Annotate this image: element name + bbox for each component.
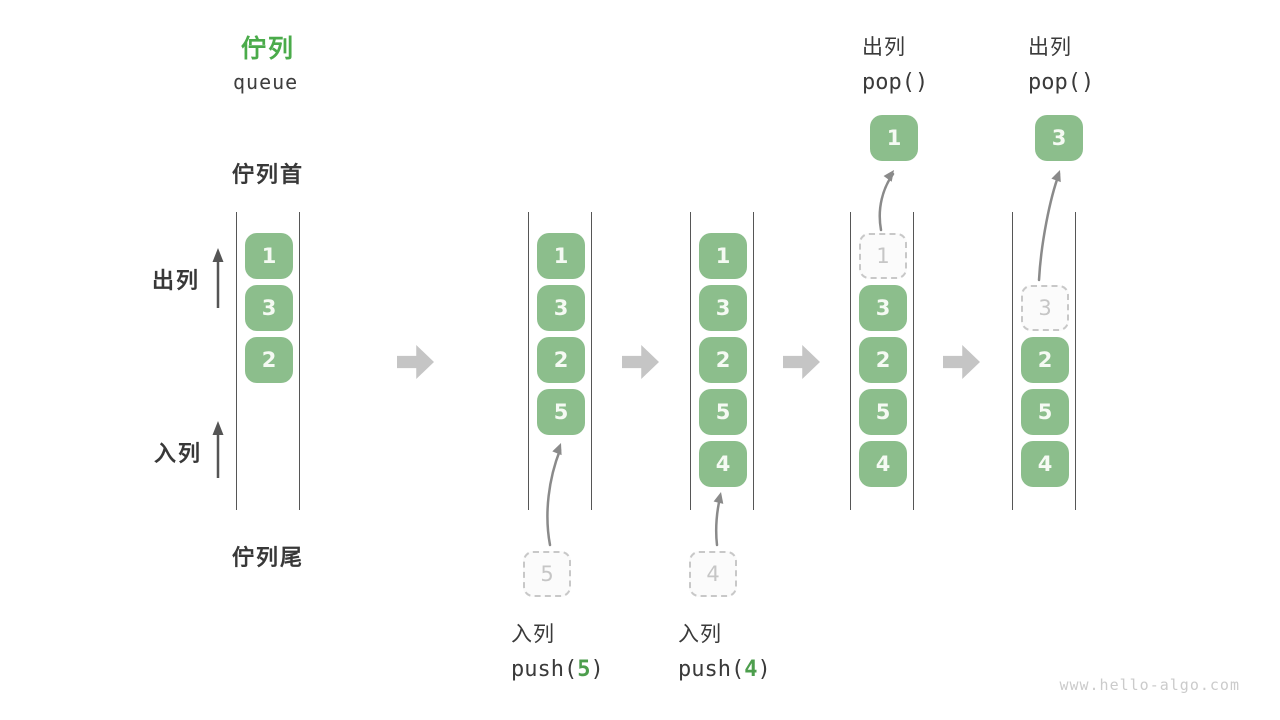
transition-arrow-icon: [622, 345, 659, 379]
queue-cell: 2: [245, 337, 293, 383]
watermark: www.hello-algo.com: [1059, 676, 1240, 694]
queue-cell: 4: [699, 441, 747, 487]
queue-column-2: 1 3 2 5: [528, 212, 592, 510]
queue-cell: 5: [537, 389, 585, 435]
transition-arrow-icon: [783, 345, 820, 379]
label-enqueue: 入列: [154, 442, 203, 467]
op-pop2: 出列 pop(): [1028, 31, 1094, 95]
queue-cell: 2: [1021, 337, 1069, 383]
popped-cell: 1: [870, 115, 918, 161]
ghost-cell: 3: [1021, 285, 1069, 331]
diagram-title-zh: 佇列: [241, 34, 296, 63]
diagram-title-en: queue: [233, 70, 299, 94]
queue-cell: 1: [699, 233, 747, 279]
dequeue-up-arrow-icon: [212, 248, 224, 308]
op-label: 出列: [1028, 35, 1072, 59]
op-code: pop(): [1028, 70, 1095, 95]
pop-arrow-icon: [1037, 170, 1061, 282]
queue-cell: 3: [859, 285, 907, 331]
popped-cell: 3: [1035, 115, 1083, 161]
queue-column-4: 1 3 2 5 4: [850, 212, 914, 510]
op-arg: 4: [744, 657, 758, 682]
queue-cell: 1: [245, 233, 293, 279]
op-pop1: 出列 pop(): [862, 31, 928, 95]
queue-cell: 3: [699, 285, 747, 331]
label-dequeue: 出列: [152, 269, 201, 294]
queue-cell: 4: [1021, 441, 1069, 487]
queue-cell: 2: [537, 337, 585, 383]
queue-cell: 5: [859, 389, 907, 435]
queue-cell: 4: [859, 441, 907, 487]
queue-column-1: 1 3 2: [236, 212, 300, 510]
push-arrow-icon: [546, 443, 562, 547]
ghost-cell: 1: [859, 233, 907, 279]
queue-cell: 5: [699, 389, 747, 435]
queue-cell: 3: [537, 285, 585, 331]
queue-cell: 1: [537, 233, 585, 279]
op-code: push(4): [678, 657, 771, 682]
op-label: 出列: [862, 35, 906, 59]
queue-cell: 3: [245, 285, 293, 331]
queue-cell: 2: [699, 337, 747, 383]
push-arrow-icon: [713, 492, 724, 547]
op-arg: 5: [577, 657, 591, 682]
staged-cell: 5: [523, 551, 571, 597]
op-push4: 入列 push(4): [678, 618, 771, 682]
op-code: pop(): [862, 70, 929, 95]
transition-arrow-icon: [943, 345, 980, 379]
pop-arrow-icon: [878, 170, 895, 232]
enqueue-up-arrow-icon: [212, 421, 224, 478]
label-queue-front: 佇列首: [232, 163, 305, 188]
op-code: push(5): [511, 657, 604, 682]
label-queue-rear: 佇列尾: [232, 546, 305, 571]
op-push5: 入列 push(5): [511, 618, 604, 682]
queue-cell: 5: [1021, 389, 1069, 435]
transition-arrow-icon: [397, 345, 434, 379]
staged-cell: 4: [689, 551, 737, 597]
op-label: 入列: [678, 622, 722, 646]
queue-cell: 2: [859, 337, 907, 383]
queue-column-3: 1 3 2 5 4: [690, 212, 754, 510]
op-label: 入列: [511, 622, 555, 646]
queue-column-5: 3 2 5 4: [1012, 212, 1076, 510]
